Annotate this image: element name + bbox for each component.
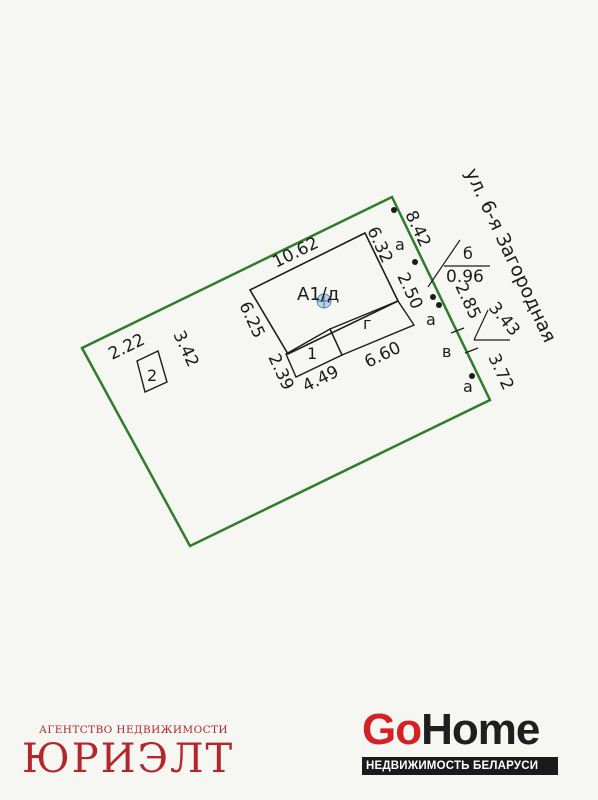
yurielt-logo: АГЕНТСТВО НЕДВИЖИМОСТИ ЮРИЭЛТ — [22, 724, 252, 781]
boundary-point — [412, 259, 418, 265]
callout-leader — [427, 239, 461, 288]
boundary-tick — [450, 327, 465, 334]
location-marker-icon — [316, 293, 332, 309]
plot-boundary — [80, 195, 492, 548]
annex-1-height: 2.39 — [263, 351, 297, 394]
point-letter: а — [463, 377, 473, 396]
gohome-tagline: НЕДВИЖИМОСТЬ БЕЛАРУСИ — [362, 757, 558, 775]
building-label: А1/д — [297, 284, 339, 305]
annex-1-width: 4.49 — [299, 362, 342, 397]
annex-1-label: 1 — [307, 344, 317, 363]
segment-length: 3.72 — [483, 351, 517, 394]
gohome-home: Home — [421, 705, 540, 754]
shed-2 — [136, 350, 168, 393]
shed-label: 2 — [147, 366, 157, 385]
building-bottom-length: 6.60 — [361, 338, 404, 373]
gohome-wordmark: GoHome — [362, 706, 558, 754]
building-right-height: 6.32 — [362, 224, 396, 267]
callout-value: 0.96 — [446, 267, 484, 287]
boundary-point — [469, 373, 475, 379]
building-left-height: 6.25 — [234, 299, 268, 342]
callout-letter: б — [463, 244, 473, 263]
annex-g-height: 2.50 — [392, 270, 426, 313]
agency-name: ЮРИЭЛТ — [22, 736, 235, 782]
boundary-tick — [464, 347, 479, 354]
boundary-point — [391, 207, 397, 213]
boundary-point — [436, 302, 442, 308]
point-letter: в — [442, 342, 451, 361]
segment-length: 8.42 — [400, 208, 434, 251]
callout-value: 3.43 — [484, 298, 524, 340]
callout-leader — [473, 309, 489, 341]
point-letter: а — [426, 310, 436, 329]
annex-g-label: г — [363, 314, 371, 333]
point-letter: а — [395, 235, 405, 254]
gohome-go: Go — [362, 705, 422, 754]
shed-height: 3.42 — [168, 328, 202, 371]
gohome-logo: GoHome НЕДВИЖИМОСТЬ БЕЛАРУСИ — [362, 706, 558, 775]
annex-1 — [285, 328, 343, 378]
agency-subtitle: АГЕНТСТВО НЕДВИЖИМОСТИ — [39, 724, 228, 736]
boundary-point — [430, 294, 436, 300]
